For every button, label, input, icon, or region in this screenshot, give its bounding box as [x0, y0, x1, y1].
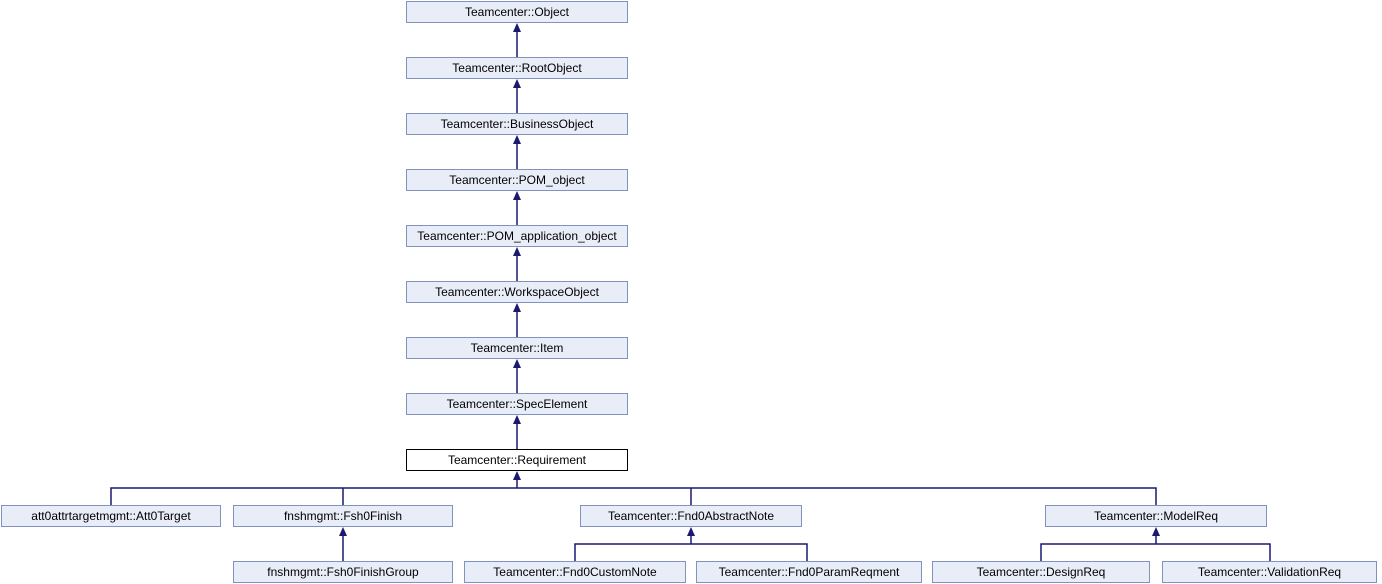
arrowhead: [339, 527, 347, 536]
class-node-object[interactable]: Teamcenter::Object: [406, 1, 628, 23]
arrowhead: [513, 303, 521, 312]
class-node-fnd0customnote[interactable]: Teamcenter::Fnd0CustomNote: [464, 561, 686, 583]
class-node-fnd0abstractnote[interactable]: Teamcenter::Fnd0AbstractNote: [580, 505, 802, 527]
class-node-pom-application-object[interactable]: Teamcenter::POM_application_object: [406, 225, 628, 247]
arrowhead: [687, 527, 695, 536]
class-node-requirement-current: Teamcenter::Requirement: [406, 449, 628, 471]
class-node-workspaceobject[interactable]: Teamcenter::WorkspaceObject: [406, 281, 628, 303]
arrowhead: [513, 79, 521, 88]
edge: [110, 487, 1157, 505]
edge: [1040, 543, 1271, 561]
arrowhead: [513, 23, 521, 32]
arrowhead: [513, 247, 521, 256]
class-node-designreq[interactable]: Teamcenter::DesignReq: [932, 561, 1150, 583]
class-node-fnd0paramreqment[interactable]: Teamcenter::Fnd0ParamReqment: [696, 561, 922, 583]
class-node-modelreq[interactable]: Teamcenter::ModelReq: [1045, 505, 1267, 527]
class-node-rootobject[interactable]: Teamcenter::RootObject: [406, 57, 628, 79]
class-node-fsh0finish[interactable]: fnshmgmt::Fsh0Finish: [233, 505, 453, 527]
class-node-fsh0finishgroup[interactable]: fnshmgmt::Fsh0FinishGroup: [233, 561, 453, 583]
arrowhead: [513, 135, 521, 144]
arrowhead: [513, 415, 521, 424]
class-node-pom-object[interactable]: Teamcenter::POM_object: [406, 169, 628, 191]
class-node-businessobject[interactable]: Teamcenter::BusinessObject: [406, 113, 628, 135]
edge: [574, 543, 808, 561]
arrowhead: [513, 191, 521, 200]
arrowhead: [513, 359, 521, 368]
arrowhead: [513, 471, 521, 480]
class-node-validationreq[interactable]: Teamcenter::ValidationReq: [1162, 561, 1377, 583]
arrowhead: [1152, 527, 1160, 536]
class-node-item[interactable]: Teamcenter::Item: [406, 337, 628, 359]
class-node-att0target[interactable]: att0attrtargetmgmt::Att0Target: [1, 505, 221, 527]
class-node-specelement[interactable]: Teamcenter::SpecElement: [406, 393, 628, 415]
